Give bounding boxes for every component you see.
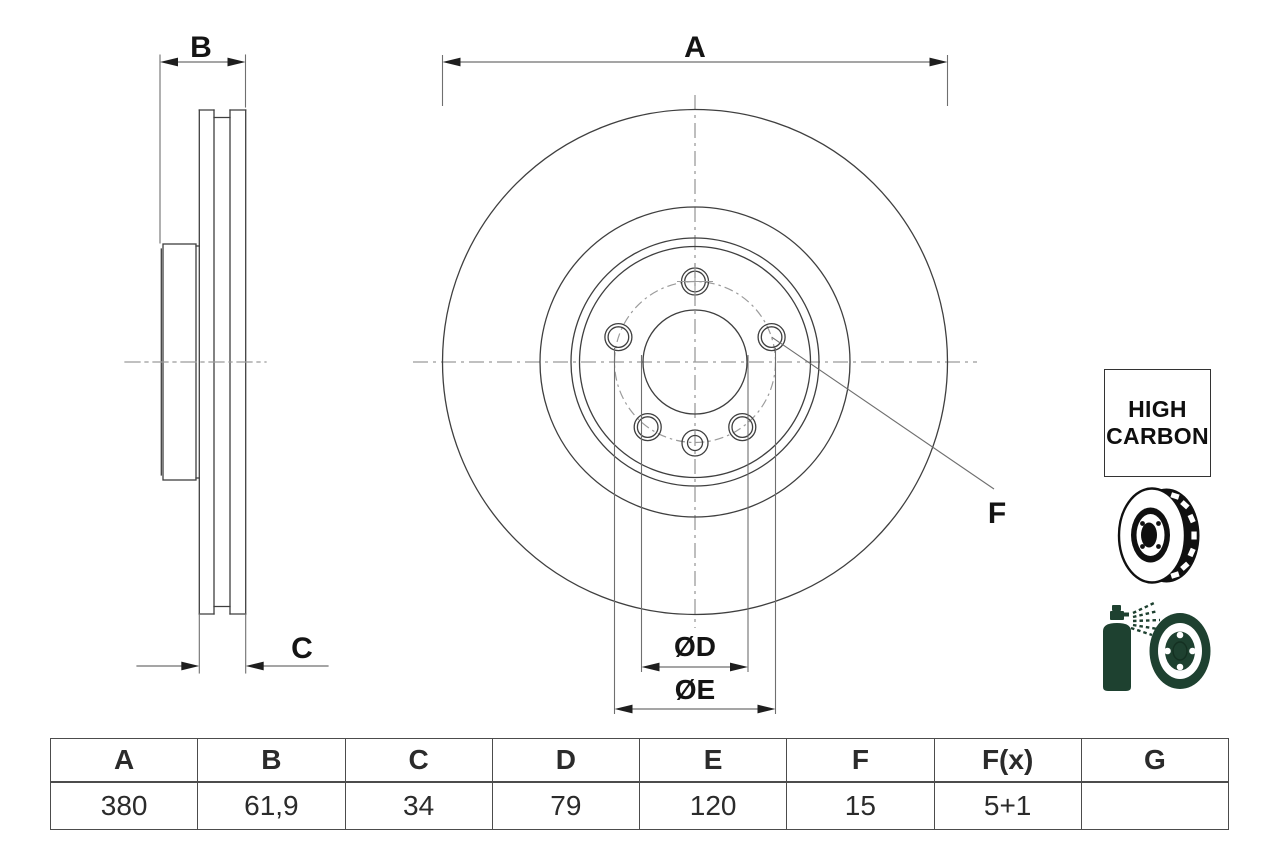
high-carbon-badge: HIGH CARBON — [1104, 369, 1211, 477]
bolt-hole-upper-right — [757, 322, 786, 352]
dimension-table: A B C D E F F(x) G 380 61,9 34 79 120 15… — [49, 738, 1230, 830]
table-header-f: F — [786, 738, 935, 783]
spray-can — [1103, 605, 1131, 691]
dim-E: ØE — [613, 348, 777, 714]
vent-slots — [1170, 492, 1197, 579]
outer-diameter-circle — [441, 108, 949, 616]
arrowhead — [929, 57, 948, 67]
dim-label-a: A — [684, 31, 706, 64]
table-header-fx: F(x) — [933, 738, 1082, 783]
hat-inner-circle — [578, 245, 812, 479]
table-value-d: 79 — [491, 781, 641, 830]
table-header-a: A — [49, 738, 199, 783]
table-value-c: 34 — [344, 781, 493, 830]
table-header-g: G — [1080, 738, 1230, 783]
spray-mist — [1130, 601, 1161, 637]
table-header-b: B — [197, 738, 346, 783]
arrowhead — [442, 57, 461, 67]
spray-coated-disc-icon — [1103, 601, 1211, 691]
dim-F: F — [771, 336, 1006, 530]
friction-band-inner-circle — [539, 206, 851, 518]
bolt-hole-upper-left — [604, 322, 633, 352]
table-header-d: D — [491, 738, 641, 783]
table-header-e: E — [638, 738, 788, 783]
table-value-g — [1080, 781, 1230, 830]
dim-C: C — [136, 613, 329, 674]
dim-label-c: C — [291, 632, 313, 665]
arrowhead — [245, 661, 264, 671]
coated-disc — [1149, 613, 1211, 689]
hat-outer-circle — [570, 237, 820, 487]
front-view: A ØD ØE F — [413, 31, 1006, 714]
table-header-c: C — [344, 738, 493, 783]
table-value-e: 120 — [638, 781, 788, 830]
high-carbon-line1: HIGH — [1128, 396, 1187, 422]
table-value-row: 380 61,9 34 79 120 15 5+1 — [49, 781, 1230, 830]
bolt-holes — [604, 263, 786, 457]
table-header-row: A B C D E F F(x) G — [49, 738, 1230, 783]
arrowhead — [160, 57, 178, 67]
bolt-hole-lower-left — [633, 412, 662, 442]
disc-circles — [441, 108, 949, 616]
locating-pin-hole — [681, 429, 709, 457]
arrowhead — [730, 662, 748, 672]
disc-bolt-dots — [1164, 631, 1196, 671]
vented-brake-disc-icon — [1117, 487, 1200, 584]
hub-bolt-dots — [1140, 521, 1161, 549]
arrowhead — [614, 704, 633, 714]
dim-label-d: ØD — [674, 631, 716, 662]
arrowhead — [227, 57, 246, 67]
dim-A: A — [441, 31, 949, 106]
high-carbon-line2: CARBON — [1106, 423, 1209, 449]
dim-label-e: ØE — [675, 674, 715, 705]
center-bore-circle — [642, 309, 748, 415]
dim-B: B — [159, 31, 247, 244]
table-value-f: 15 — [786, 781, 935, 830]
table-value-fx: 5+1 — [933, 781, 1082, 830]
arrowhead — [181, 661, 200, 671]
bolt-hole-top — [677, 263, 713, 300]
bolt-hole-lower-right — [728, 412, 757, 442]
table-value-b: 61,9 — [197, 781, 346, 830]
side-view: B — [124, 31, 329, 674]
dim-D: ØD — [640, 355, 749, 672]
arrowhead — [641, 662, 660, 672]
dim-label-f: F — [988, 497, 1006, 530]
dim-label-b: B — [190, 31, 212, 64]
arrowhead — [757, 704, 776, 714]
table-value-a: 380 — [49, 781, 199, 830]
